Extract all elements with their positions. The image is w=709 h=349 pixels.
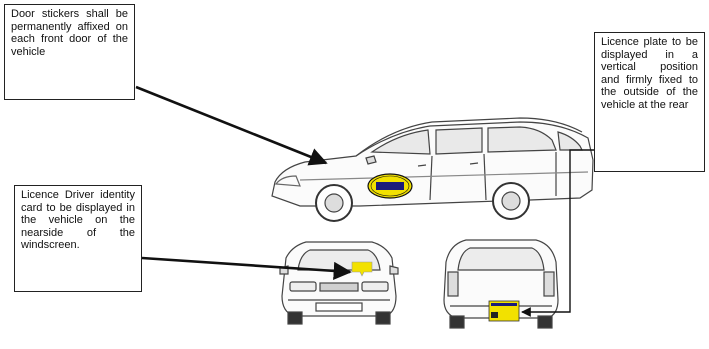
door-sticker [368,174,412,198]
door-stickers-callout: Door stickers shall be permanently affix… [4,4,135,100]
id-card-callout: Licence Driver identity card to be displ… [14,185,142,292]
licence-plate-callout: Licence plate to be displayed in a verti… [594,32,705,172]
rear-licence-plate [489,301,519,321]
door-stickers-text: Door stickers shall be permanently affix… [11,8,128,58]
car-side-view [272,118,593,221]
licence-plate-text: Licence plate to be displayed in a verti… [601,36,698,111]
car-front-view [280,242,398,324]
door-sticker-arrow [136,87,326,163]
id-card-text: Licence Driver identity card to be displ… [21,189,135,252]
